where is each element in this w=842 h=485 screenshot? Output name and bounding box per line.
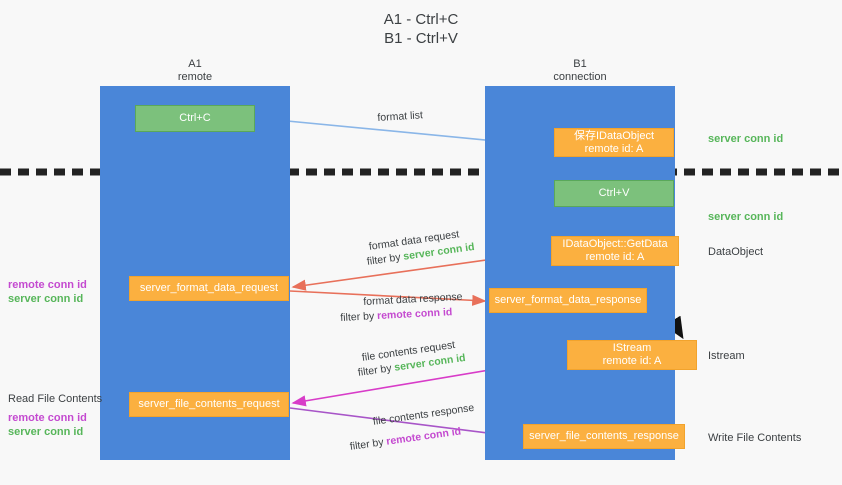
node-idataobject-getdata[interactable]: IDataObject::GetData remote id: A xyxy=(551,236,679,266)
annotation-ann-write-file-contents: Write File Contents xyxy=(708,432,802,444)
node-server-format-data-response[interactable]: server_format_data_response xyxy=(489,288,647,313)
arrow-format-data-response xyxy=(289,290,487,306)
arrow-file-contents-response xyxy=(289,407,521,441)
server-conn-id-label: server conn id xyxy=(8,293,84,305)
node-save-idataobject[interactable]: 保存IDataObject remote id: A xyxy=(554,128,674,157)
node-server-file-contents-response[interactable]: server_file_contents_response xyxy=(523,424,685,449)
edge-label-format-list: format list xyxy=(377,109,424,124)
column-header-a1-sub: remote xyxy=(177,71,213,83)
node-ctrl-v[interactable]: Ctrl+V xyxy=(554,180,674,207)
edge-label-prefix: filter by xyxy=(340,310,378,324)
annotation-pair-left-format: remote conn id server conn id xyxy=(8,278,87,306)
page-title: A1 - Ctrl+C B1 - Ctrl+V xyxy=(383,11,459,47)
annotation-ann-dataobject: DataObject xyxy=(708,246,764,258)
node-server-format-data-request[interactable]: server_format_data_request xyxy=(129,276,289,301)
annotation-ann-server-conn-top: server conn id xyxy=(708,133,784,145)
annotation-ann-server-conn-mid: server conn id xyxy=(708,211,784,223)
annotation-ann-read-file-contents: Read File Contents xyxy=(8,393,103,405)
column-header-b1: B1 connection xyxy=(480,58,680,84)
node-server-file-contents-request[interactable]: server_file_contents_request xyxy=(129,392,289,417)
remote-conn-id-label: remote conn id xyxy=(8,279,87,291)
remote-conn-id-label: remote conn id xyxy=(8,412,87,424)
node-ctrl-c[interactable]: Ctrl+C xyxy=(135,105,255,132)
server-conn-id-label: server conn id xyxy=(8,426,84,438)
column-header-b1-sub: connection xyxy=(553,71,607,83)
column-header-b1-name: B1 xyxy=(573,58,587,70)
node-istream[interactable]: IStream remote id: A xyxy=(567,340,697,370)
column-header-a1-name: A1 xyxy=(188,58,202,70)
column-header-a1: A1 remote xyxy=(95,58,295,84)
edge-label-highlight: remote conn id xyxy=(376,306,453,323)
annotation-pair-left-file: remote conn id server conn id xyxy=(8,411,87,439)
annotation-ann-istream: Istream xyxy=(708,350,745,362)
